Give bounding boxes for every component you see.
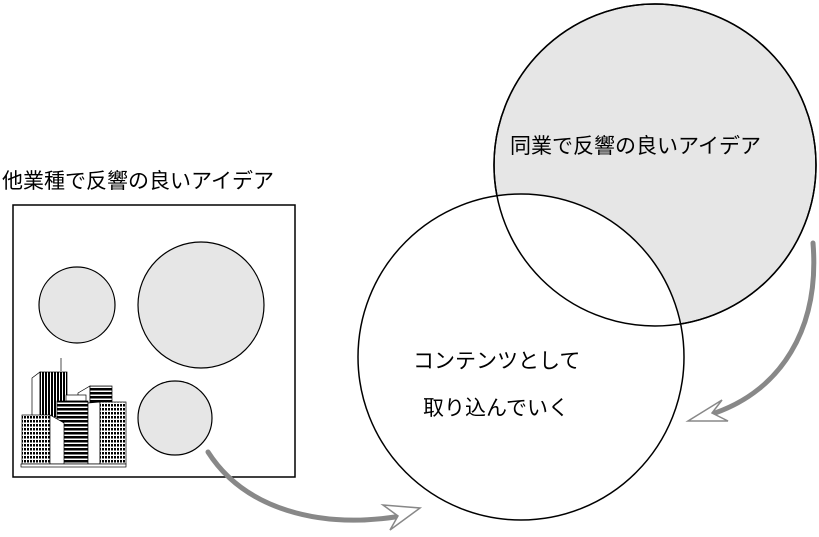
content-label-line1: コンテンツとして [413,349,581,373]
arrow-to-content [205,449,423,531]
idea-circle-large [137,241,265,369]
idea-circle-small [38,266,116,344]
same-industry-circle-outline [493,3,817,327]
city-buildings-icon [20,358,127,468]
content-circle [357,193,685,521]
same-industry-label: 同業で反響の良いアイデア [510,134,761,158]
arrow-from-same-industry [685,240,817,422]
content-label-line2: 取り込んでいく [423,396,569,420]
other-industry-title: 他業種で反響の良いアイデア [2,169,274,193]
idea-circle-bottom [137,380,213,456]
